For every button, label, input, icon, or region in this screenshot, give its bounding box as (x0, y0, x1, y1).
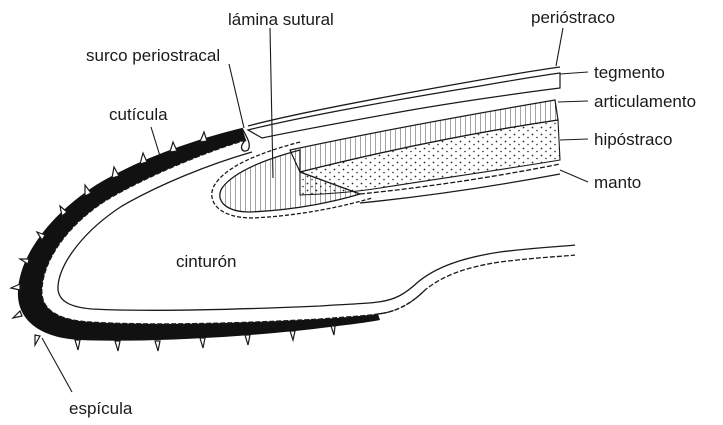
leader-espicula (42, 338, 72, 392)
label-espicula: espícula (69, 399, 133, 418)
leader-lamina-sutural (270, 28, 273, 178)
label-cinturon: cinturón (176, 252, 236, 271)
label-articulamento: articulamento (594, 92, 696, 111)
leader-periostraco (556, 28, 563, 66)
leader-surco (229, 64, 244, 128)
leader-articulamento (558, 101, 588, 102)
label-periostraco: perióstraco (531, 8, 615, 27)
label-manto: manto (594, 173, 641, 192)
leader-hipostraco (560, 139, 588, 140)
label-tegmento: tegmento (594, 63, 665, 82)
leader-cuticula (151, 127, 160, 156)
mantle-epithelium-lower (378, 290, 425, 314)
leader-manto (560, 170, 588, 182)
label-surco-periostracal: surco periostracal (86, 46, 220, 65)
label-hipostraco: hipóstraco (594, 130, 672, 149)
label-lamina-sutural: lámina sutural (228, 10, 334, 29)
leader-tegmento (560, 72, 588, 74)
label-cuticula: cutícula (109, 105, 168, 124)
